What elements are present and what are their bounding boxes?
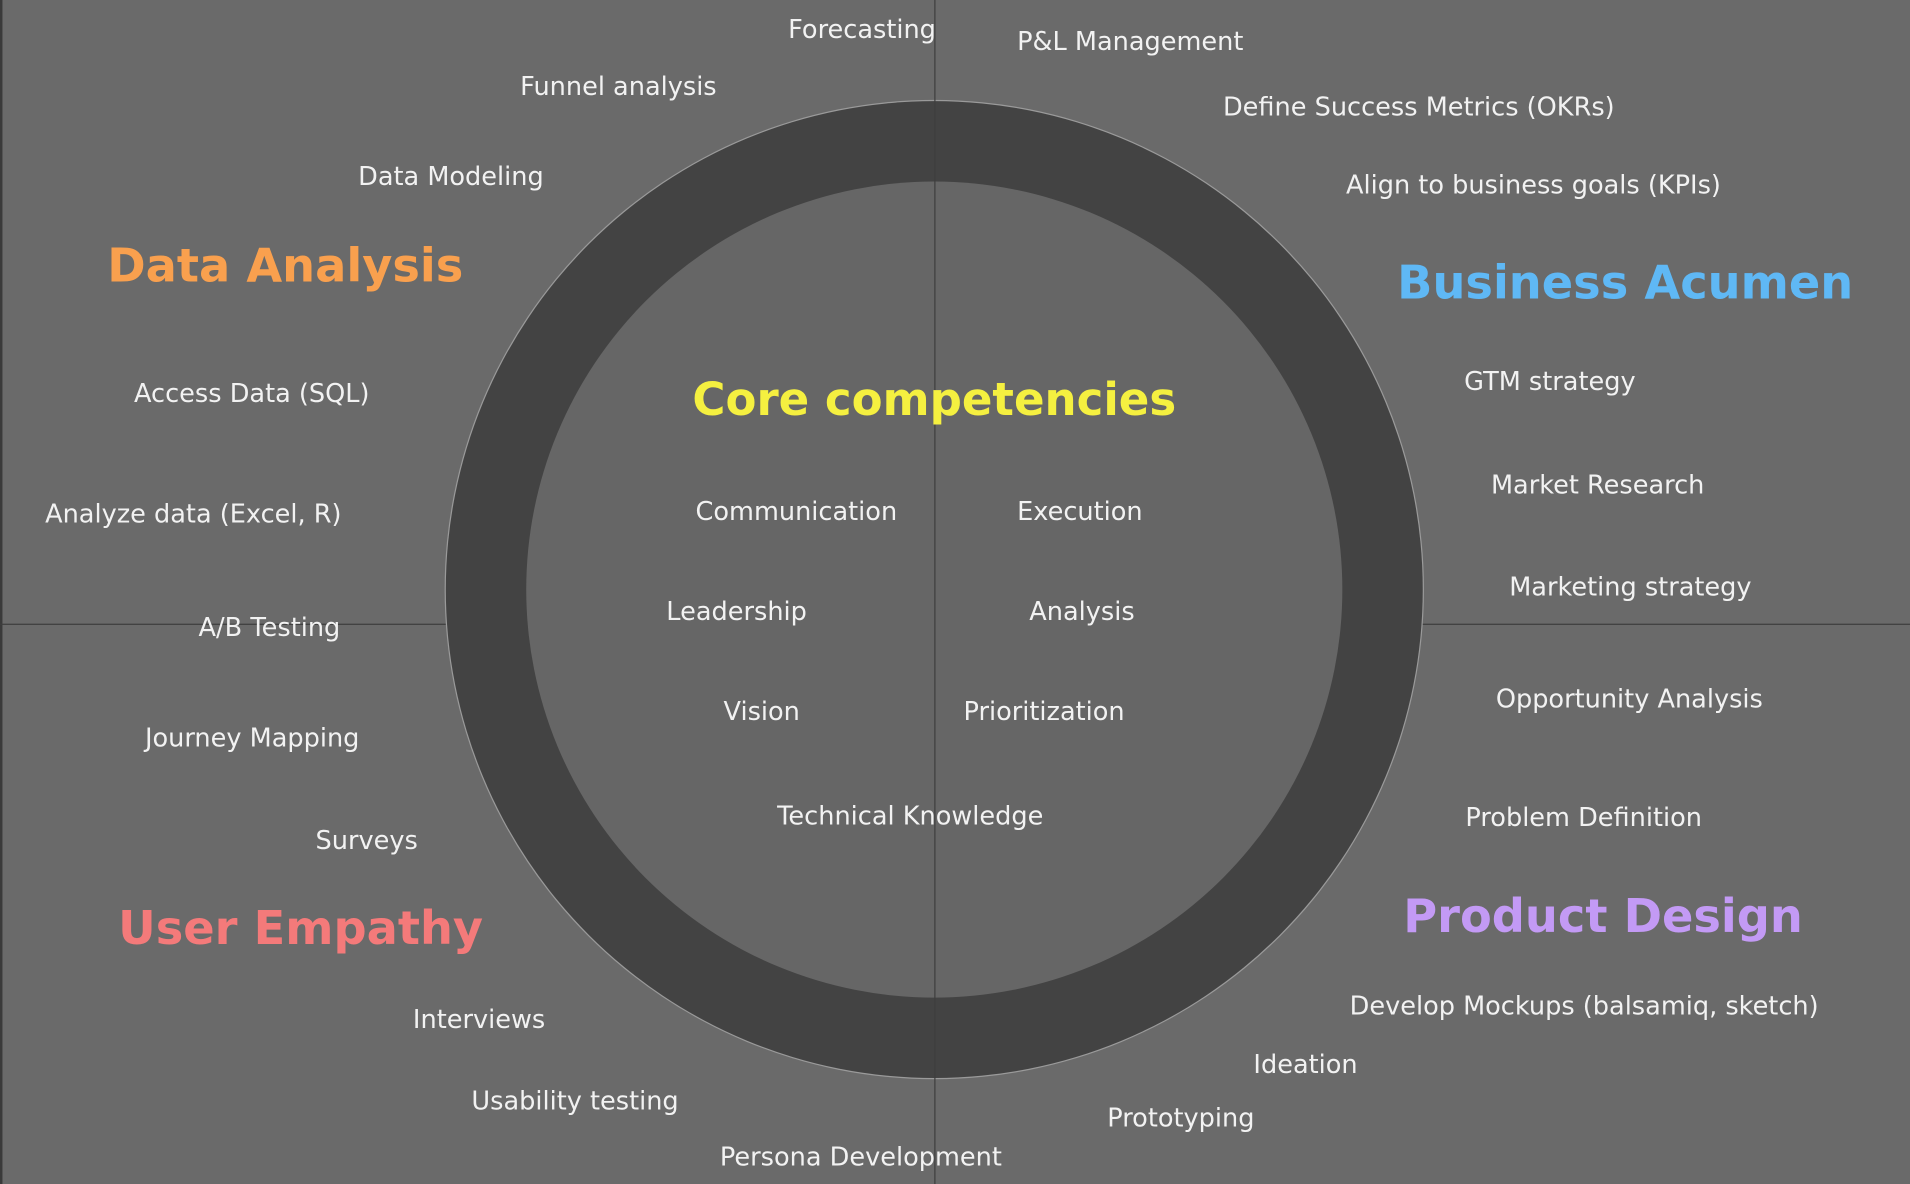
core-item-communication: Communication (695, 496, 898, 527)
skill-surveys: Surveys (315, 825, 418, 856)
skill-market-research: Market Research (1490, 470, 1705, 500)
skill-analyze-data-excel-r: Analyze data (Excel, R) (45, 499, 342, 529)
quadrant-title-business-acumen: Business Acumen (1397, 255, 1854, 310)
quadrant-title-product-design: Product Design (1403, 889, 1803, 943)
skill-align-to-business-goals-kpis: Align to business goals (KPIs) (1346, 170, 1721, 200)
skill-gtm-strategy: GTM strategy (1464, 366, 1636, 396)
core-item-leadership: Leadership (666, 596, 807, 627)
skill-opportunity-analysis: Opportunity Analysis (1495, 684, 1763, 714)
skill-problem-definition: Problem Definition (1465, 802, 1702, 832)
skill-persona-development: Persona Development (719, 1142, 1002, 1172)
skill-marketing-strategy: Marketing strategy (1509, 572, 1752, 602)
center-title: Core competencies (692, 373, 1177, 426)
core-item-prioritization: Prioritization (963, 696, 1125, 726)
skill-p-l-management: P&L Management (1017, 26, 1244, 57)
core-item-technical-knowledge: Technical Knowledge (777, 801, 1044, 831)
skill-funnel-analysis: Funnel analysis (520, 71, 717, 102)
quadrant-title-data-analysis: Data Analysis (107, 238, 464, 293)
skill-access-data-sql: Access Data (SQL) (133, 378, 370, 409)
skill-ideation: Ideation (1253, 1050, 1358, 1080)
skill-prototyping: Prototyping (1107, 1103, 1255, 1133)
skill-journey-mapping: Journey Mapping (144, 723, 360, 753)
skill-a-b-testing: A/B Testing (198, 612, 341, 642)
skill-forecasting: Forecasting (788, 14, 936, 44)
vertical-axis-line (934, 0, 936, 1184)
skill-usability-testing: Usability testing (471, 1086, 679, 1116)
skill-define-success-metrics-okrs: Define Success Metrics (OKRs) (1222, 92, 1615, 122)
quadrant-title-user-empathy: User Empathy (118, 901, 484, 955)
core-item-vision: Vision (723, 696, 800, 726)
left-edge-line (0, 0, 3, 1184)
core-item-execution: Execution (1017, 496, 1143, 527)
skill-interviews: Interviews (412, 1004, 546, 1035)
skill-develop-mockups-balsamiq-sketch: Develop Mockups (balsamiq, sketch) (1349, 991, 1819, 1021)
skill-data-modeling: Data Modeling (358, 162, 544, 192)
core-item-analysis: Analysis (1029, 596, 1135, 627)
